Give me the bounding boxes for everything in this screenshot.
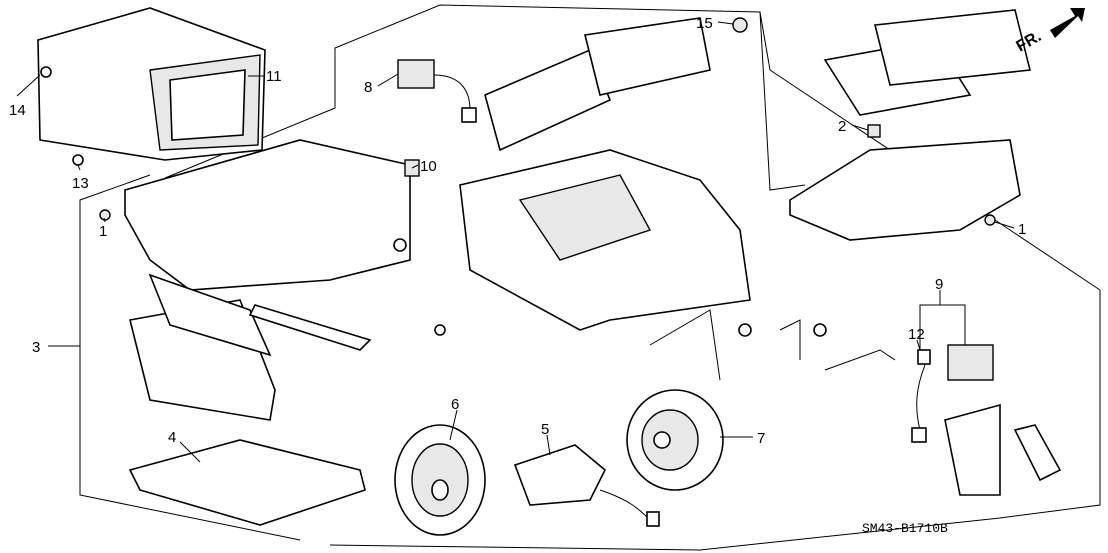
callout-4: 4	[168, 429, 176, 446]
callout-labels: 14 11 13 8 15 2 10 1 1 3 9 12 6 5 7 4	[9, 15, 1026, 447]
callout-11: 11	[266, 68, 282, 85]
heater-unit	[459, 149, 751, 331]
duct-11	[37, 7, 266, 161]
callout-7: 7	[757, 430, 765, 447]
callout-10: 10	[420, 158, 437, 175]
clip-1-right	[984, 214, 996, 226]
filter-doors	[484, 17, 711, 152]
callout-13: 13	[72, 175, 89, 192]
resistor-8	[397, 59, 477, 123]
filter-4	[128, 439, 366, 526]
assembly-frame	[79, 4, 1101, 551]
callout-8: 8	[364, 79, 372, 96]
callout-1-right: 1	[1018, 221, 1026, 238]
linkages	[393, 238, 896, 381]
callout-6: 6	[451, 396, 459, 413]
leader-lines	[16, 21, 1015, 463]
front-indicator: FR.	[1014, 8, 1085, 55]
callout-5: 5	[541, 421, 549, 438]
clip-1-left	[99, 209, 111, 221]
seal-gaskets	[823, 9, 1031, 116]
blower-case	[124, 139, 420, 291]
drawing-code: SM43-B1710B	[862, 521, 948, 536]
callout-2: 2	[838, 118, 846, 135]
callout-12: 12	[908, 326, 925, 343]
fan-6	[394, 424, 486, 536]
fan-7	[626, 389, 724, 491]
screw-14	[40, 66, 52, 78]
callout-1-left: 1	[99, 223, 107, 240]
upper-case	[789, 124, 1021, 241]
front-arrow-icon	[1050, 8, 1085, 38]
motor-5	[513, 444, 660, 527]
callout-3: 3	[32, 339, 40, 356]
lower-case-3	[129, 273, 372, 421]
control-unit-9	[911, 344, 1062, 496]
callout-15: 15	[696, 15, 713, 32]
callout-9: 9	[935, 276, 943, 293]
nut-15	[732, 17, 748, 33]
callout-14: 14	[9, 102, 26, 119]
screw-13	[72, 154, 84, 166]
